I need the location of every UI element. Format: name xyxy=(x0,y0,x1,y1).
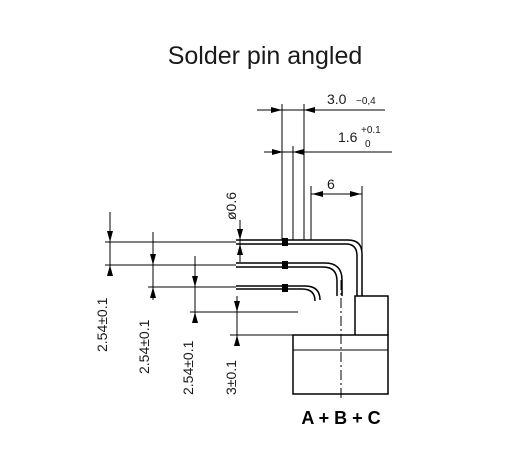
dim-base-offset-value: 3±0.1 xyxy=(223,360,239,395)
dimension-base-offset: 3±0.1 xyxy=(223,296,240,395)
dim-pin-diameter-value: ø0.6 xyxy=(223,192,239,220)
dim-pin-length-tol-lower: 0 xyxy=(365,139,371,150)
dimension-pitch-2: 2.54±0.1 xyxy=(136,232,156,374)
dim-pin-length-value: 1.6 xyxy=(338,129,358,145)
dimension-pitch-3: 2.54±0.1 xyxy=(180,256,198,395)
dimension-total-length: 3.0 −0,4 xyxy=(257,91,385,113)
dim-pitch-3-value: 2.54±0.1 xyxy=(180,340,196,395)
variant-label: A + B + C xyxy=(301,408,380,428)
dim-bend-offset-value: 6 xyxy=(327,176,335,192)
dim-total-length-tolerance: −0,4 xyxy=(356,96,376,107)
dim-pitch-1-value: 2.54±0.1 xyxy=(94,297,110,352)
dimension-bend-offset: 6 xyxy=(311,176,362,197)
dimension-pin-length: 1.6 +0.1 0 xyxy=(264,125,392,155)
pin-bottom xyxy=(236,284,321,302)
connector-housing xyxy=(292,295,389,395)
dim-total-length-value: 3.0 xyxy=(327,91,347,107)
drawing-title: Solder pin angled xyxy=(168,42,363,70)
dimension-pin-diameter: ø0.6 xyxy=(223,192,243,262)
left-extension-lines xyxy=(105,241,298,336)
pin-middle xyxy=(236,261,343,296)
pin-top xyxy=(236,238,363,296)
dimension-pitch-1: 2.54±0.1 xyxy=(94,212,113,352)
dim-pitch-2-value: 2.54±0.1 xyxy=(136,319,152,374)
dim-pin-length-tol-upper: +0.1 xyxy=(361,125,381,136)
